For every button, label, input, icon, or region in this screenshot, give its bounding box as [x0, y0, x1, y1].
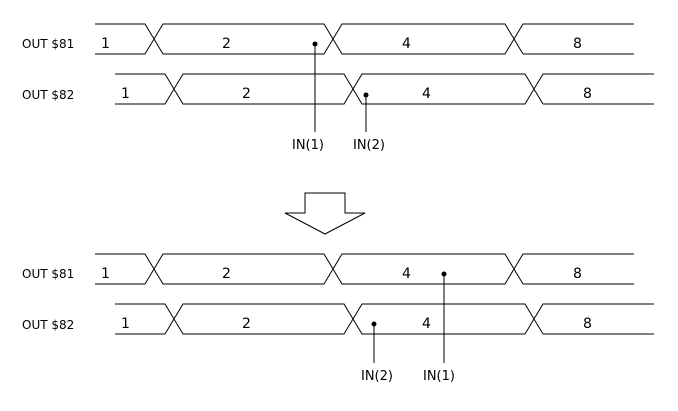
waveform-out81: [95, 253, 634, 285]
segment-value: 1: [121, 86, 130, 102]
segment-value: 1: [101, 266, 110, 282]
segment-value: 8: [583, 316, 592, 332]
segment-value: 8: [573, 36, 582, 52]
segment-value: 1: [101, 36, 110, 52]
probe-label-in1: IN(1): [423, 369, 455, 384]
segment-value: 2: [222, 266, 231, 282]
signal-label-out82: OUT $82: [22, 318, 74, 332]
probe-label-in1: IN(1): [292, 138, 324, 153]
down-arrow-icon: [284, 192, 366, 235]
segment-value: 8: [573, 266, 582, 282]
signal-label-out81: OUT $81: [22, 267, 74, 281]
probe-label-in2: IN(2): [361, 369, 393, 384]
segment-value: 2: [222, 36, 231, 52]
segment-value: 4: [422, 316, 431, 332]
signal-label-out82: OUT $82: [22, 88, 74, 102]
panel-after: OUT $81 1 2 4 8 OUT $82 1 2 4 8 IN(2) IN…: [22, 253, 654, 384]
segment-value: 1: [121, 316, 130, 332]
segment-value: 2: [242, 316, 251, 332]
segment-value: 4: [402, 36, 411, 52]
segment-value: 4: [422, 86, 431, 102]
signal-label-out81: OUT $81: [22, 37, 74, 51]
panel-before: OUT $81 1 2 4 8 OUT $82 1 2 4 8 IN(1) IN…: [22, 23, 654, 153]
segment-value: 2: [242, 86, 251, 102]
waveform-out82: [115, 303, 654, 335]
probe-label-in2: IN(2): [353, 138, 385, 153]
segment-value: 4: [402, 266, 411, 282]
segment-value: 8: [583, 86, 592, 102]
waveform-out82: [115, 73, 654, 105]
waveform-out81: [95, 23, 634, 55]
